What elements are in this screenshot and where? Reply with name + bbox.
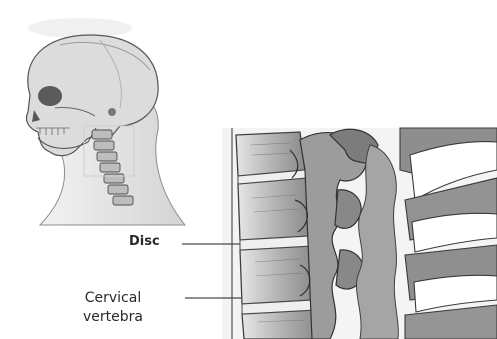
cervical-label-line2: vertebra [83, 308, 143, 327]
cervical-vertebra-label: Cervical vertebra [83, 289, 143, 327]
cervical-label-line1: Cervical [83, 289, 143, 308]
spine-closeup-panel [222, 128, 497, 339]
disc-label: Disc [129, 233, 160, 251]
head-neck-illustration [26, 18, 185, 225]
